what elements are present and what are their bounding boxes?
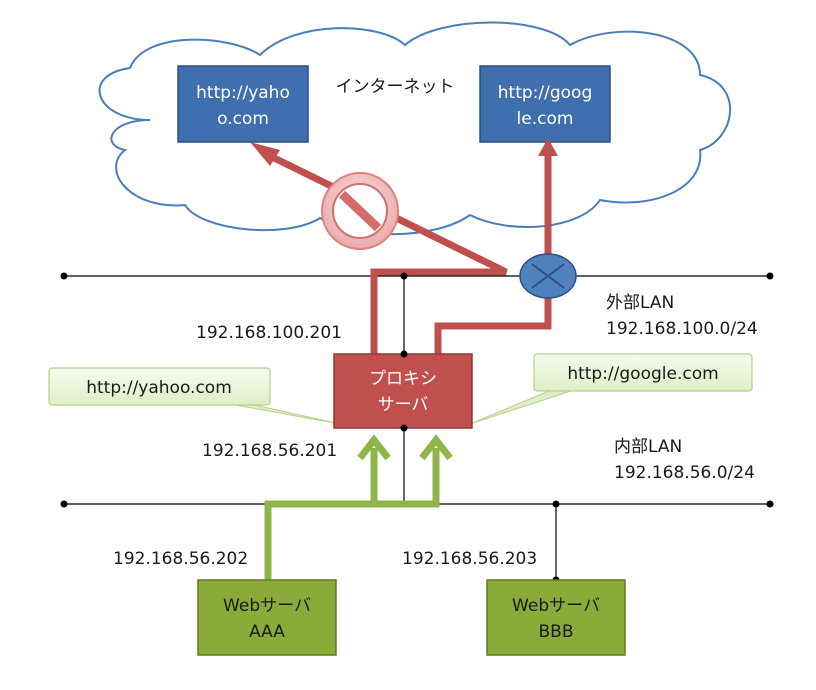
callout-yahoo: http://yahoo.com [48, 367, 341, 425]
external-lan-subnet: 192.168.100.0/24 [606, 319, 758, 339]
internal-lan-name: 内部LAN [614, 437, 682, 457]
external-lan-line [60, 272, 774, 280]
callout-google-text: http://google.com [567, 364, 718, 384]
server-bbb-line2: BBB [539, 622, 574, 642]
green-path [264, 448, 440, 580]
blocked-icon [321, 172, 399, 250]
google-site-line1: http://goog [498, 83, 592, 103]
web-server-aaa: Webサーバ AAA [197, 579, 337, 656]
red-arrowheads [250, 138, 558, 166]
router-icon [519, 253, 577, 299]
web-server-bbb: Webサーバ BBB [486, 579, 626, 656]
server-aaa-line1: Webサーバ [223, 596, 311, 616]
yahoo-site: http://yaho o.com [177, 65, 309, 143]
server-bbb-line1: Webサーバ [512, 596, 600, 616]
proxy-line2: サーバ [378, 395, 429, 415]
google-site-line2: le.com [517, 109, 574, 129]
ip-proxy-external: 192.168.100.201 [196, 323, 342, 343]
callout-yahoo-text: http://yahoo.com [86, 378, 232, 398]
proxy-line1: プロキシ [369, 369, 437, 389]
internal-lan-subnet: 192.168.56.0/24 [614, 463, 755, 483]
yahoo-site-line1: http://yaho [196, 83, 290, 103]
server-aaa-line2: AAA [249, 622, 285, 642]
green-arrowheads [357, 434, 453, 461]
yahoo-site-line2: o.com [217, 109, 269, 129]
internet-label: インターネット [336, 77, 455, 97]
ip-proxy-internal: 192.168.56.201 [202, 441, 337, 461]
ip-web-aaa: 192.168.56.202 [113, 549, 248, 569]
callout-google: http://google.com [469, 353, 753, 425]
external-lan-name: 外部LAN [606, 293, 674, 313]
ip-web-bbb: 192.168.56.203 [402, 549, 537, 569]
google-site: http://goog le.com [479, 65, 611, 143]
proxy-server: プロキシ サーバ [333, 353, 473, 429]
